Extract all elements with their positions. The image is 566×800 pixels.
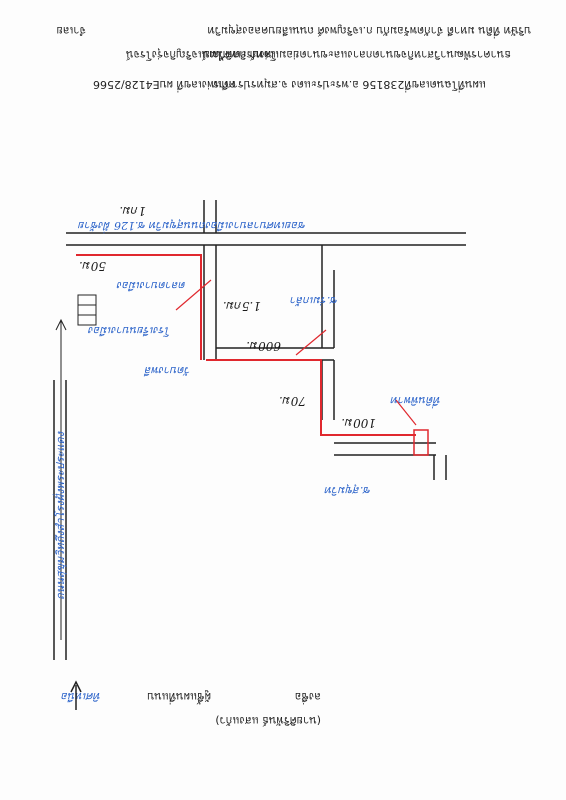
label-school: โรงเรียนบางเมือง [88, 324, 171, 337]
label-market: ตลาดบางเมือง [117, 279, 186, 292]
route-segment-1 [76, 254, 202, 360]
label-dist-1km: 1กม. [119, 204, 146, 218]
label-main-road: ถนนสุขุมวิทถึงสำโรงฝั่งพระประแดง [54, 431, 67, 600]
label-temple: วัดบางพลี [145, 364, 191, 377]
label-soi-b: ซ.สุขุมวิท [325, 484, 371, 497]
label-dist-100m: 100ม. [341, 416, 376, 430]
label-dist-600m: 600ม. [246, 339, 281, 353]
route-segment-2 [206, 359, 416, 436]
label-dist-70m: 70ม. [279, 394, 306, 408]
label-soi-entry: ซอยเทศบาลบางเมืองถนนสุขุมวิท ซ.126 ฝั่งซ… [78, 219, 306, 232]
label-dist-50m: 50ม. [79, 259, 106, 273]
label-soi-a: ซ.ร่มเกล้า [290, 294, 338, 307]
label-soi-a-dist: 1.5กม. [222, 299, 261, 313]
label-property: ที่ดินพิพาท [391, 394, 441, 407]
property-box [413, 429, 429, 456]
